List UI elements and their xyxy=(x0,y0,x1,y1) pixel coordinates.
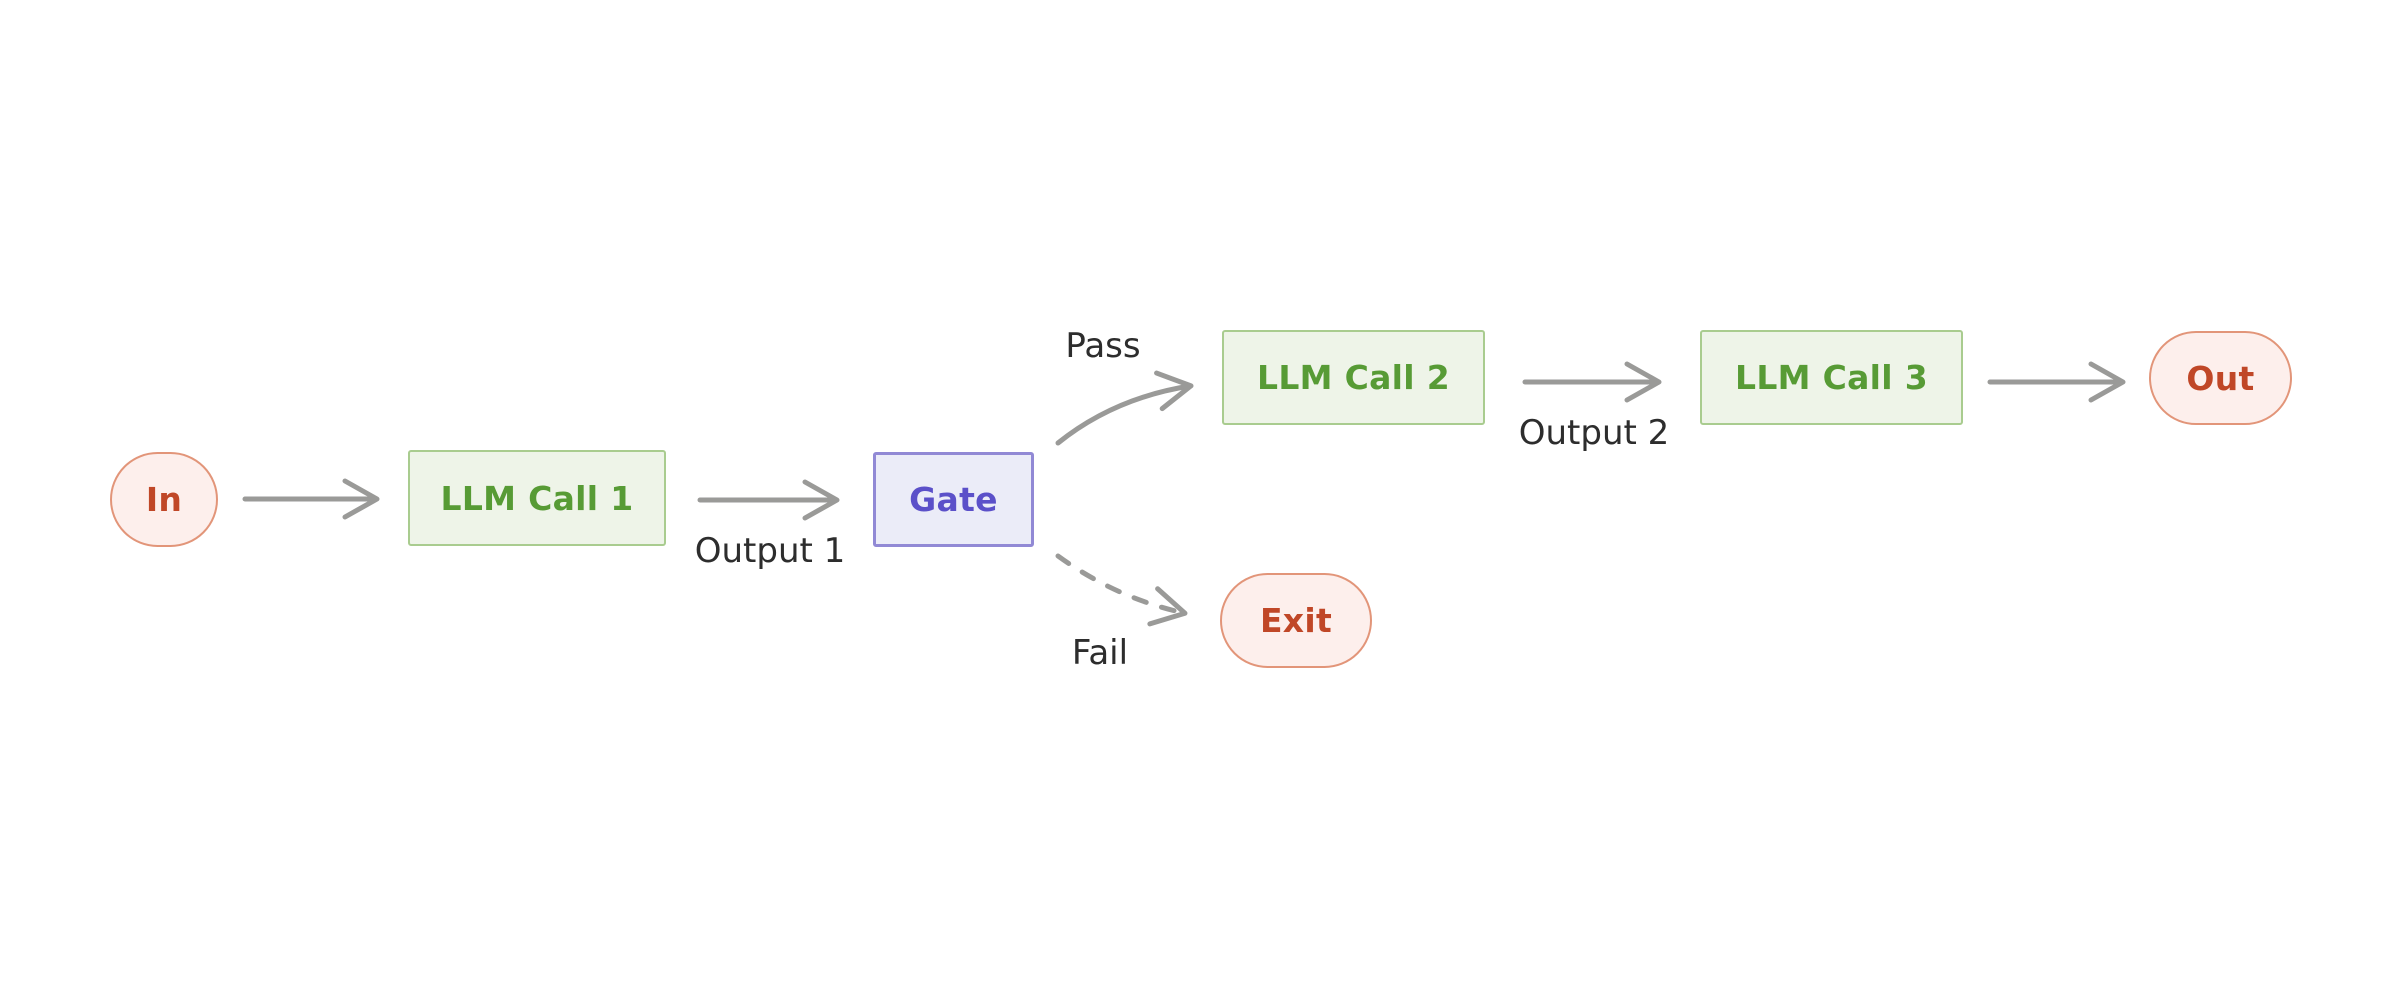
node-llm-call-2: LLM Call 2 xyxy=(1222,330,1485,425)
node-llm-call-3-label: LLM Call 3 xyxy=(1735,358,1928,397)
node-out-label: Out xyxy=(2186,358,2255,398)
edge-label-fail: Fail xyxy=(1071,633,1129,673)
node-llm-call-2-label: LLM Call 2 xyxy=(1257,358,1450,397)
edge-gate-fail-to-exit xyxy=(1055,553,1188,627)
edge-label-output-2: Output 2 xyxy=(1518,413,1670,453)
node-in-label: In xyxy=(145,480,183,519)
node-in: In xyxy=(110,452,218,547)
node-exit: Exit xyxy=(1220,573,1372,668)
node-llm-call-3: LLM Call 3 xyxy=(1700,330,1963,425)
edge-label-output-1: Output 1 xyxy=(694,531,846,571)
node-exit-label: Exit xyxy=(1259,601,1333,640)
node-gate: Gate xyxy=(873,452,1034,547)
node-out: Out xyxy=(2149,331,2292,425)
node-gate-label: Gate xyxy=(909,480,998,519)
node-llm-call-1-label: LLM Call 1 xyxy=(440,478,634,518)
node-llm-call-1: LLM Call 1 xyxy=(408,450,666,546)
edge-label-pass: Pass xyxy=(1065,326,1141,366)
edge-gate-pass-to-llm-call-2 xyxy=(1055,370,1194,446)
